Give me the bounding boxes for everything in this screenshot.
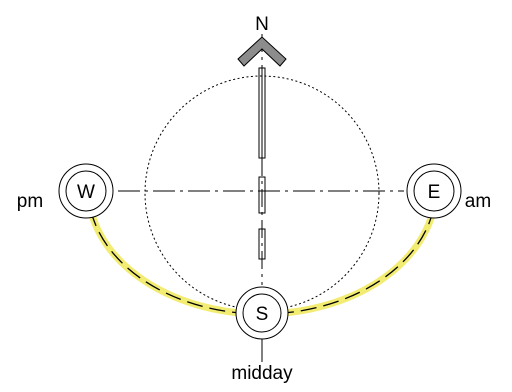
axis-segments — [258, 67, 266, 260]
north-label: N — [255, 14, 269, 35]
am-label: am — [465, 191, 491, 212]
north-arrow-icon — [237, 36, 287, 67]
east-inner-circle — [413, 170, 455, 212]
south-inner-circle — [242, 293, 282, 333]
midday-label: midday — [231, 363, 293, 384]
west-label: W — [77, 182, 95, 203]
west-marker: W — [58, 163, 114, 219]
east-label: E — [428, 182, 441, 203]
pm-label: pm — [17, 191, 43, 212]
south-marker: S — [235, 286, 289, 340]
east-marker: E — [406, 163, 462, 219]
axis-segment — [258, 228, 266, 260]
south-label: S — [256, 304, 269, 325]
west-inner-circle — [65, 170, 107, 212]
axis-segment — [258, 176, 266, 214]
dotted-circle — [144, 75, 380, 311]
